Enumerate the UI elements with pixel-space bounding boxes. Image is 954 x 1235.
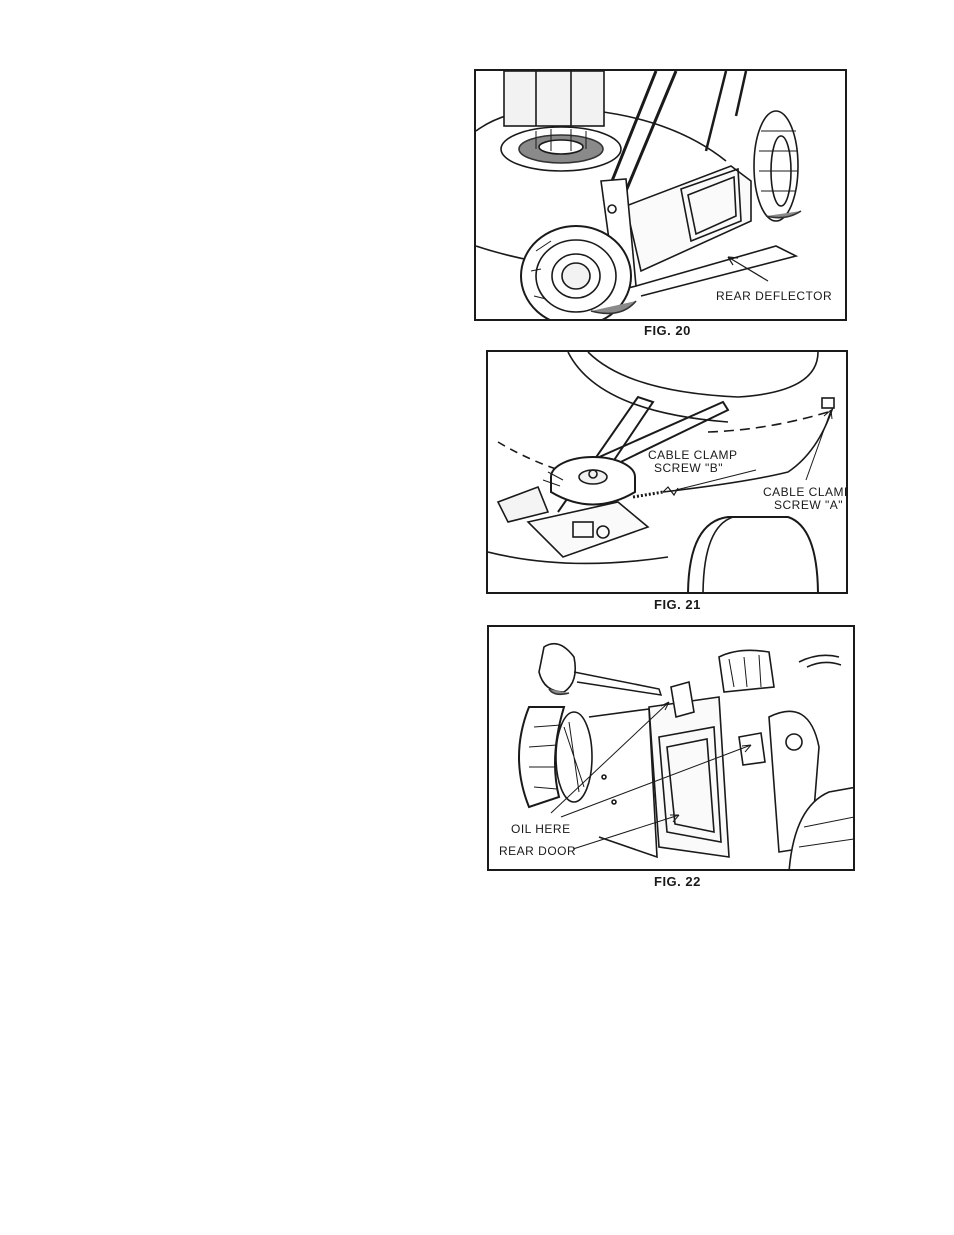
figure-20-caption: FIG. 20 [644, 323, 691, 338]
figure-20: REAR DEFLECTOR [474, 69, 847, 321]
figure-21: CABLE CLAMP SCREW "B" CABLE CLAMP SCREW … [486, 350, 848, 594]
figure-22-caption: FIG. 22 [654, 874, 701, 889]
callout-rear-deflector: REAR DEFLECTOR [716, 290, 832, 303]
rear-deflector-illustration [476, 71, 847, 321]
callout-cable-clamp-b-line2: SCREW "B" [654, 462, 723, 475]
callout-cable-clamp-a-line2: SCREW "A" [774, 499, 843, 512]
callout-oil-here: OIL HERE [511, 823, 571, 836]
callout-rear-door: REAR DOOR [499, 845, 576, 858]
figure-22: OIL HERE REAR DOOR [487, 625, 855, 871]
figure-21-caption: FIG. 21 [654, 597, 701, 612]
